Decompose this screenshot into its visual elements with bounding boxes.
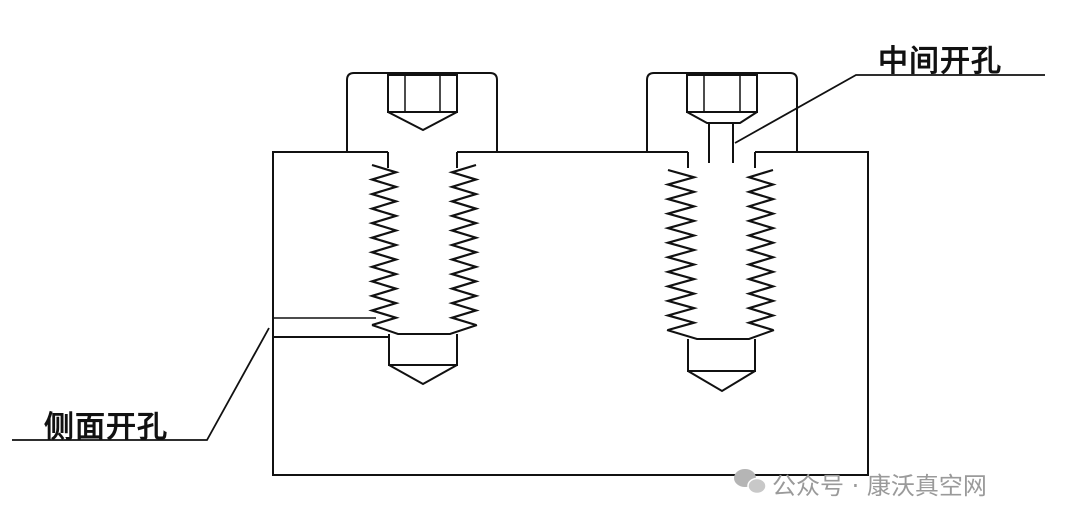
wechat-icon	[734, 469, 767, 495]
thread-zigzag	[663, 168, 699, 332]
right-hex-socket	[686, 74, 758, 124]
right-thread-bottom	[666, 329, 775, 340]
left-hole-lip	[387, 152, 458, 168]
left-screw-head	[346, 72, 498, 152]
side-vent-hole	[273, 317, 389, 338]
left-thread-bottom	[371, 324, 478, 335]
right-drill-point	[687, 339, 756, 393]
center-hole-label: 中间开孔	[878, 44, 1002, 79]
left-drill-point	[388, 334, 458, 386]
block-outline	[272, 151, 869, 476]
center-hole-leader-line	[734, 74, 1045, 144]
center-vent-hole	[708, 123, 734, 163]
right-screw-head	[646, 72, 798, 152]
thread-zigzag	[745, 168, 777, 332]
watermark-text: 公众号 · 康沃真空网	[772, 472, 987, 500]
right-hole-lip	[687, 152, 756, 168]
side-hole-label: 侧面开孔	[44, 410, 168, 445]
left-hex-socket	[387, 74, 458, 132]
side-hole-leader-line	[12, 327, 270, 441]
thread-zigzag	[368, 163, 400, 327]
right-screw-threads	[663, 168, 777, 332]
left-screw-threads	[368, 163, 480, 327]
thread-zigzag	[448, 163, 480, 327]
